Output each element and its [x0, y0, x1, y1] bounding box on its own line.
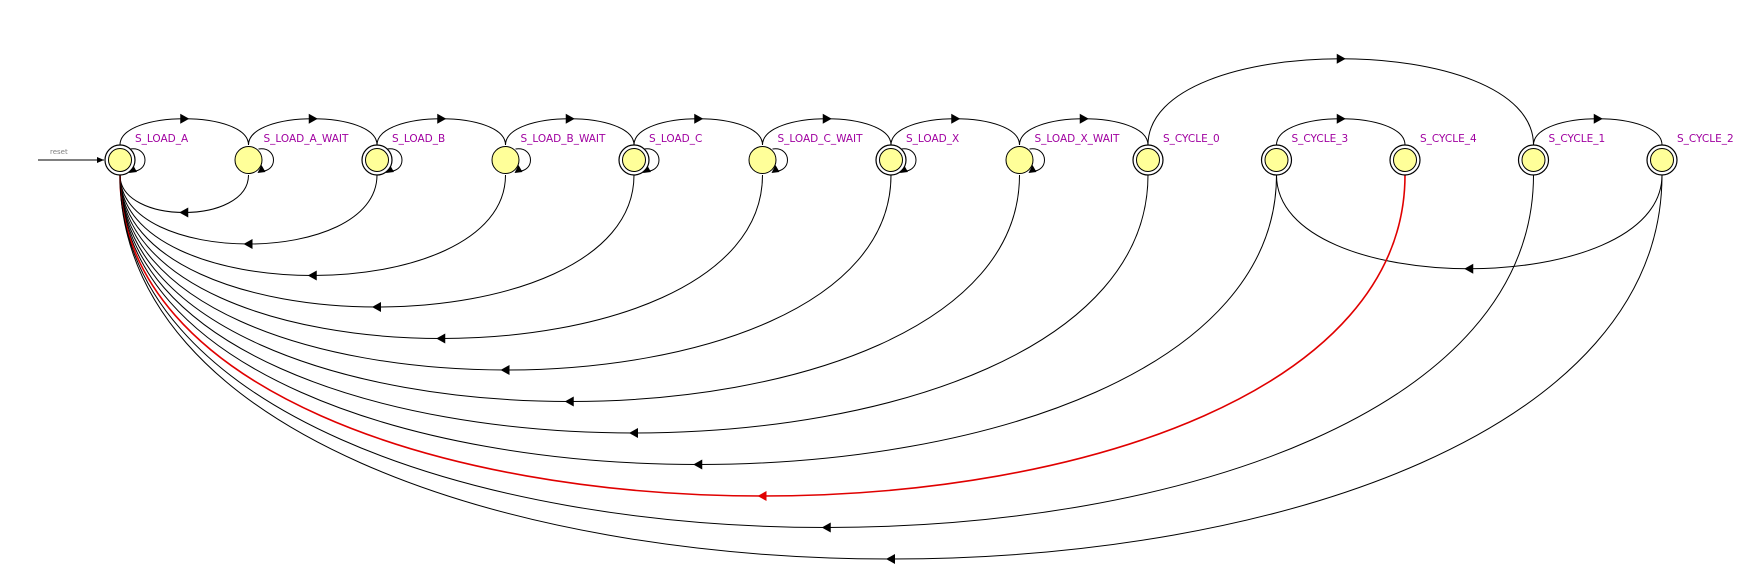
state-circle: [622, 148, 646, 172]
transition-s_cycle_1-to-s_cycle_2-arrowhead: [1593, 113, 1603, 124]
transition-s_load_c-to-s_load_a-arrowhead: [372, 302, 381, 312]
transition-s_load_c_wait-to-s_load_a: [119, 174, 763, 339]
state-s_load_c_wait[interactable]: S_LOAD_C_WAIT: [748, 133, 864, 174]
transition-s_load_x-to-s_load_a: [119, 174, 892, 371]
state-circle: [1521, 148, 1546, 172]
state-circle: [234, 146, 263, 174]
state-circle: [491, 146, 520, 174]
state-circle: [879, 148, 903, 172]
state-label: S_CYCLE_4: [1420, 133, 1477, 145]
state-circle: [1650, 148, 1674, 172]
state-s_load_x[interactable]: S_LOAD_X: [875, 133, 959, 176]
state-label: S_LOAD_C_WAIT: [778, 133, 864, 145]
transition-s_cycle_2-to-s_load_a-arrowhead: [886, 554, 895, 564]
states-layer: S_LOAD_A S_LOAD_A_WAIT S_LOAD_B S_LOAD_B_WA…: [104, 133, 1734, 176]
state-label: S_LOAD_A: [135, 133, 189, 145]
transition-s_load_x_wait-to-s_load_a-arrowhead: [564, 396, 574, 407]
state-s_load_a[interactable]: S_LOAD_A: [104, 133, 189, 176]
reset-label: reset: [50, 148, 68, 156]
transition-s_load_a-to-s_load_a_wait-arrowhead: [180, 113, 190, 124]
transition-s_cycle_1-to-s_load_a-arrowhead: [821, 522, 831, 533]
state-s_cycle_2[interactable]: S_CYCLE_2: [1646, 133, 1734, 176]
transition-s_load_b_wait-to-s_load_c-arrowhead: [565, 113, 575, 124]
transition-s_load_b_wait-to-s_load_a: [119, 174, 506, 276]
state-label: S_CYCLE_2: [1677, 133, 1734, 145]
transition-s_cycle_2-to-s_cycle_3-arrowhead: [1464, 263, 1474, 274]
state-label: S_CYCLE_0: [1163, 133, 1220, 145]
state-s_load_a_wait[interactable]: S_LOAD_A_WAIT: [234, 133, 350, 174]
state-circle: [1005, 146, 1034, 174]
transition-s_cycle_2-to-s_load_a: [119, 174, 1663, 560]
transition-s_cycle_3-to-s_load_a-arrowhead: [693, 459, 703, 470]
transition-s_load_x_wait-to-s_cycle_0-arrowhead: [1079, 113, 1089, 124]
state-s_load_b_wait[interactable]: S_LOAD_B_WAIT: [491, 133, 607, 174]
self-loop-s_load_a_wait-arrowhead: [257, 165, 266, 173]
transition-s_cycle_0-to-s_load_a: [119, 174, 1149, 434]
state-label: S_LOAD_X: [906, 133, 959, 145]
transition-s_cycle_3-to-s_cycle_4-arrowhead: [1336, 113, 1346, 124]
state-circle: [108, 148, 132, 172]
transition-s_load_a_wait-to-s_load_a: [119, 174, 249, 213]
state-s_load_x_wait[interactable]: S_LOAD_X_WAIT: [1005, 133, 1121, 174]
reset-arrowhead: [97, 157, 104, 163]
transitions-layer: [119, 53, 1663, 564]
state-circle: [365, 148, 389, 172]
transition-s_load_a_wait-to-s_load_a-arrowhead: [179, 207, 189, 218]
transition-s_load_c_wait-to-s_load_x-arrowhead: [822, 113, 832, 124]
transition-s_cycle_4-to-s_load_a: [119, 174, 1406, 497]
self-loop-s_load_x_wait-arrowhead: [1028, 165, 1037, 173]
state-label: S_CYCLE_1: [1549, 133, 1606, 145]
transition-s_load_c-to-s_load_c_wait-arrowhead: [694, 113, 704, 124]
transition-s_cycle_2-to-s_cycle_3: [1276, 174, 1663, 270]
state-s_cycle_4[interactable]: S_CYCLE_4: [1389, 133, 1477, 176]
transition-s_load_b-to-s_load_a-arrowhead: [243, 239, 253, 249]
transition-s_cycle_0-to-s_cycle_1-arrowhead: [1336, 53, 1346, 64]
state-label: S_LOAD_C: [649, 133, 702, 145]
state-s_cycle_1[interactable]: S_CYCLE_1: [1517, 133, 1606, 176]
reset-transition: reset: [38, 148, 104, 163]
transition-s_load_c_wait-to-s_load_a-arrowhead: [436, 333, 446, 344]
transition-s_cycle_4-to-s_load_a-arrowhead: [757, 491, 767, 501]
state-label: S_LOAD_X_WAIT: [1035, 133, 1121, 145]
state-circle: [1264, 148, 1289, 172]
state-label: S_CYCLE_3: [1292, 133, 1349, 145]
state-label: S_LOAD_A_WAIT: [264, 133, 350, 145]
state-circle: [748, 146, 777, 174]
state-circle: [1393, 148, 1417, 172]
transition-s_load_x-to-s_load_a-arrowhead: [500, 365, 510, 375]
state-s_cycle_0[interactable]: S_CYCLE_0: [1132, 133, 1220, 176]
transition-s_load_b-to-s_load_b_wait-arrowhead: [437, 113, 447, 124]
transition-s_load_c-to-s_load_a: [119, 174, 635, 308]
state-s_load_c[interactable]: S_LOAD_C: [618, 133, 702, 176]
state-circle: [1136, 148, 1160, 172]
state-label: S_LOAD_B: [392, 133, 445, 145]
state-label: S_LOAD_B_WAIT: [521, 133, 607, 145]
transition-s_load_x-to-s_load_x_wait-arrowhead: [951, 113, 961, 124]
transition-s_cycle_3-to-s_load_a: [119, 174, 1277, 465]
state-s_cycle_3[interactable]: S_CYCLE_3: [1260, 133, 1349, 176]
self-loop-s_load_c_wait-arrowhead: [771, 165, 780, 173]
transition-s_cycle_0-to-s_load_a-arrowhead: [629, 428, 638, 438]
transition-s_load_a_wait-to-s_load_b-arrowhead: [308, 113, 318, 124]
transition-s_load_b_wait-to-s_load_a-arrowhead: [307, 270, 317, 281]
state-s_load_b[interactable]: S_LOAD_B: [361, 133, 445, 176]
self-loop-s_load_b_wait-arrowhead: [514, 165, 523, 173]
